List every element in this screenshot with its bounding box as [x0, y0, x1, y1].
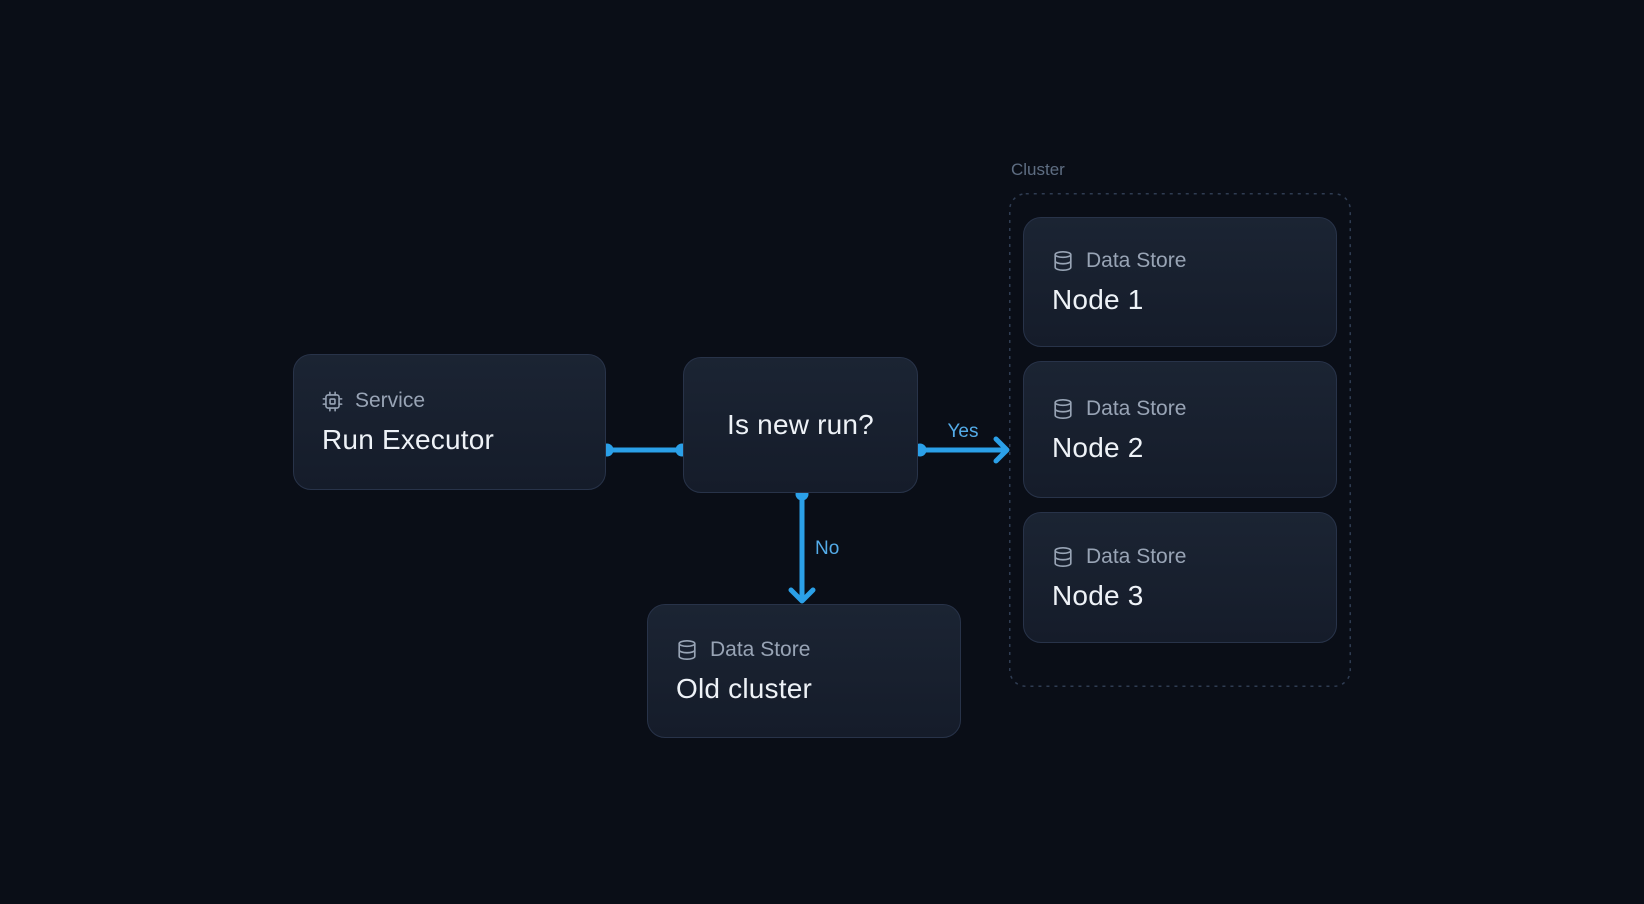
- node-title: Run Executor: [322, 424, 495, 455]
- node-title: Node 1: [1052, 284, 1144, 315]
- cluster-group-label: Cluster: [1011, 160, 1065, 179]
- edge-decision-oldcluster-no: [788, 487, 816, 604]
- node-title: Node 2: [1052, 431, 1144, 463]
- node-type-row: Data Store: [676, 637, 934, 663]
- node-type-label: Data Store: [1086, 544, 1187, 568]
- node-old-cluster[interactable]: Data Store Old cluster: [647, 604, 961, 738]
- edge-service-decision: [600, 443, 689, 457]
- node-cluster-node-2[interactable]: Data Store Node 2: [1023, 361, 1337, 498]
- arrowhead-down-icon: [788, 587, 816, 604]
- edge-label-no: No: [815, 538, 840, 559]
- cpu-icon: [322, 391, 343, 411]
- node-type-row: Data Store: [1052, 396, 1310, 422]
- node-type-row: Data Store: [1052, 544, 1310, 570]
- cluster-dashed-border: [1009, 193, 1351, 687]
- database-icon: [1054, 251, 1072, 271]
- node-decision[interactable]: Is new run?: [683, 357, 918, 493]
- node-title: Is new run?: [727, 409, 874, 440]
- edge-label-yes: Yes: [947, 421, 979, 442]
- node-service[interactable]: Service Run Executor: [293, 354, 606, 490]
- node-type-label: Data Store: [710, 638, 811, 661]
- database-icon: [678, 640, 696, 660]
- database-icon: [1054, 546, 1072, 567]
- node-cluster-node-1[interactable]: Data Store Node 1: [1023, 217, 1337, 347]
- node-title: Node 3: [1052, 579, 1144, 611]
- database-icon: [1054, 398, 1072, 419]
- cluster-group[interactable]: [1009, 193, 1351, 687]
- node-type-label: Service: [355, 389, 426, 412]
- node-type-row: Data Store: [1052, 248, 1310, 274]
- node-type-row: Service: [322, 388, 579, 414]
- node-cluster-node-3[interactable]: Data Store Node 3: [1023, 512, 1337, 643]
- node-title: Old cluster: [676, 673, 813, 704]
- arrowhead-right-icon: [993, 436, 1010, 464]
- node-type-label: Data Store: [1086, 249, 1187, 272]
- node-type-label: Data Store: [1086, 396, 1187, 420]
